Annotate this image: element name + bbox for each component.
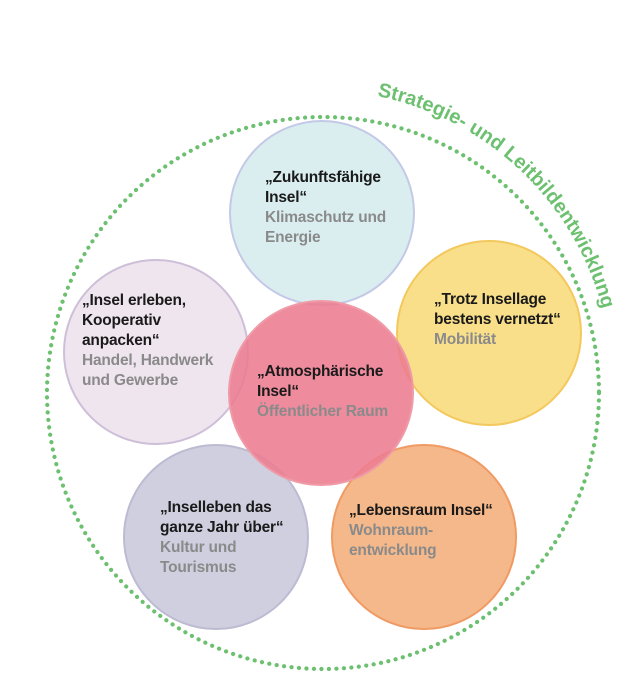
circle-insellage [396,240,582,426]
label-lebensraum-title: „Lebensraum Insel“ [349,502,493,519]
label-zukunft-subtitle: Klimaschutz und Energie [265,209,387,246]
label-insellage: „Trotz Insellage bestens vernetzt“ Mobil… [434,290,561,350]
label-inselleben-subtitle: Kultur und Tourismus [160,539,237,576]
circle-atmosphaerisch [228,300,414,486]
outer-dotted-ring [44,114,602,672]
label-zukunft-title: „Zukunftsfähige Insel“ [265,169,381,206]
label-insel-erleben-subtitle: Handel, Handwerk und Gewerbe [82,352,214,389]
label-zukunft: „Zukunftsfähige Insel“ Klimaschutz und E… [265,168,386,248]
label-insellage-title: „Trotz Insellage bestens vernetzt“ [434,291,561,328]
label-atmosphaerisch-subtitle: Öffentlicher Raum [257,403,388,420]
label-inselleben-title: „Inselleben das ganze Jahr über“ [160,499,284,536]
label-insel-erleben: „Insel erleben, Kooperativ anpacken“ Han… [82,291,213,391]
circle-lebensraum [331,444,517,630]
label-lebensraum-subtitle: Wohnraum- entwicklung [349,522,437,559]
label-atmosphaerisch-title: „Atmosphärische Insel“ [257,363,384,400]
label-insel-erleben-title: „Insel erleben, Kooperativ anpacken“ [82,292,186,349]
circle-inselleben [123,444,309,630]
label-atmosphaerisch: „Atmosphärische Insel“ Öffentlicher Raum [257,362,388,422]
label-inselleben: „Inselleben das ganze Jahr über“ Kultur … [160,498,284,578]
label-insellage-subtitle: Mobilität [434,331,496,348]
label-lebensraum: „Lebensraum Insel“ Wohnraum- entwicklung [349,501,493,561]
